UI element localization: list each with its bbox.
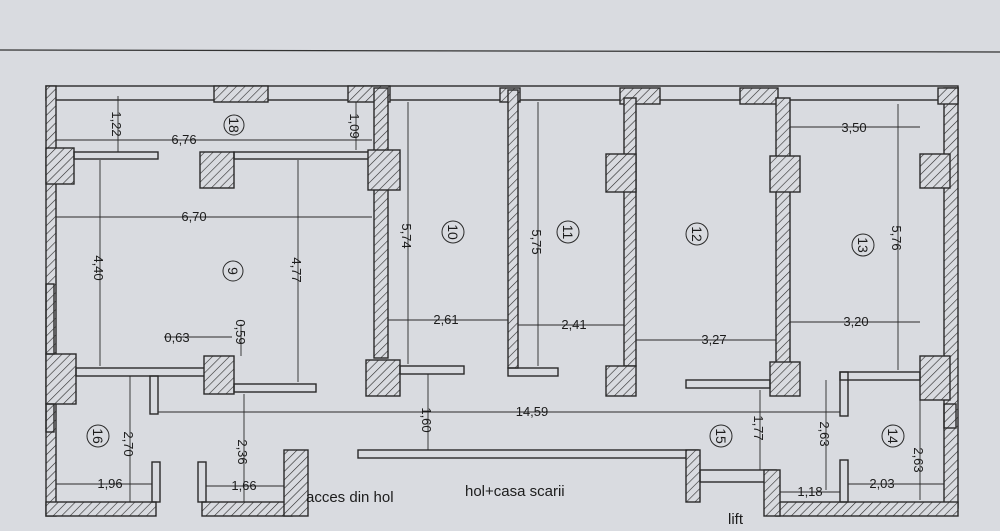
sheet-border-line (0, 49, 1000, 53)
svg-text:12: 12 (689, 226, 705, 242)
interior-walls (73, 87, 921, 517)
room-14-label: 14 (881, 424, 905, 448)
dim-5-75: 5,75 (529, 229, 544, 254)
dim-2-41: 2,41 (561, 317, 586, 332)
dim-2-70: 2,70 (121, 431, 136, 456)
dim-2-61: 2,61 (433, 312, 458, 327)
access-from-hall-label: acces din hol (306, 489, 394, 506)
room-13-label: 13 (851, 233, 875, 257)
svg-text:15: 15 (713, 428, 729, 444)
dim-2-36: 2,36 (235, 439, 250, 464)
svg-text:16: 16 (90, 428, 106, 444)
dimension-lines (56, 96, 944, 502)
dim-3-20: 3,20 (843, 314, 868, 329)
svg-text:18: 18 (226, 117, 242, 133)
hall-stairwell-label: hol+casa scarii (465, 483, 565, 500)
dim-2-03: 2,03 (869, 476, 894, 491)
dim-4-40: 4,40 (91, 255, 106, 280)
dim-6-70: 6,70 (181, 209, 206, 224)
room-12-label: 12 (685, 222, 709, 246)
dim-0-63: 0,63 (164, 330, 189, 345)
svg-text:13: 13 (855, 237, 871, 253)
room-16-label: 16 (86, 424, 110, 448)
svg-text:11: 11 (560, 225, 576, 240)
dim-5-74: 5,74 (399, 223, 414, 248)
svg-text:9: 9 (225, 267, 241, 275)
dim-1-18: 1,18 (797, 484, 822, 499)
dim-1-77: 1,77 (751, 415, 766, 440)
dim-1-60: 1,60 (419, 407, 434, 432)
dim-5-76: 5,76 (889, 225, 904, 250)
dim-3-50: 3,50 (841, 120, 866, 135)
dim-14-59: 14,59 (516, 404, 549, 419)
dim-0-59: 0,59 (233, 319, 248, 344)
dim-1-66: 1,66 (231, 478, 256, 493)
svg-text:10: 10 (445, 224, 461, 240)
dim-1-22: 1,22 (109, 111, 124, 136)
svg-text:14: 14 (885, 428, 901, 444)
room-18-label: 18 (223, 114, 245, 136)
dim-2-63-left: 2,63 (817, 421, 832, 446)
outer-walls (45, 85, 959, 517)
room-10-label: 10 (441, 220, 465, 244)
dim-6-76: 6,76 (171, 132, 196, 147)
dim-4-77: 4,77 (289, 257, 304, 282)
dim-1-96: 1,96 (97, 476, 122, 491)
room-labels: 18 9 10 11 12 13 14 15 16 (86, 114, 905, 448)
room-9-label: 9 (222, 260, 244, 282)
dim-1-09: 1,09 (347, 113, 362, 138)
room-15-label: 15 (709, 424, 733, 448)
room-11-label: 11 (556, 220, 580, 244)
dim-2-63-right: 2,63 (911, 447, 926, 472)
dim-3-27: 3,27 (701, 332, 726, 347)
lift-label: lift (728, 511, 744, 528)
